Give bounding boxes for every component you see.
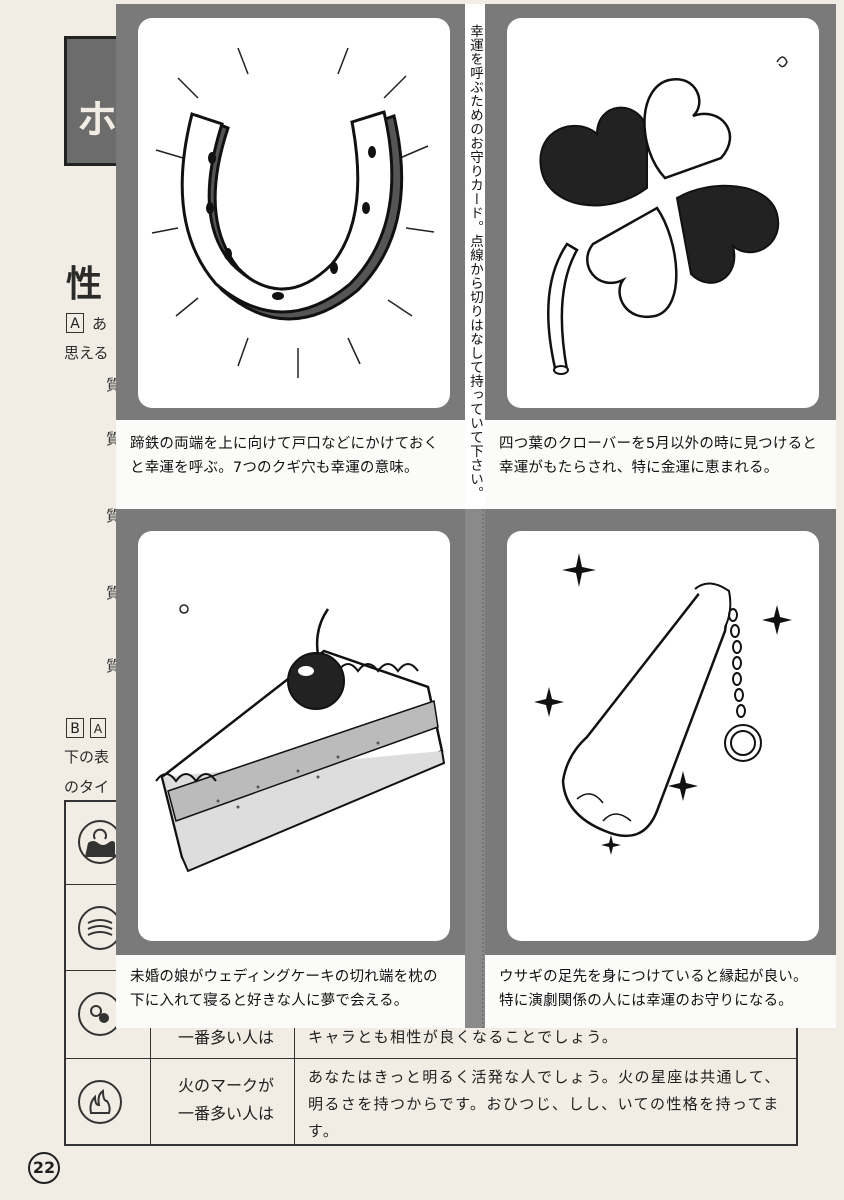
page-heading: 性: [66, 264, 103, 305]
cut-line: [482, 509, 484, 1028]
section-b-line1: 下の表: [64, 748, 110, 766]
rabbit-foot-illustration: [507, 531, 819, 941]
clover-illustration: [507, 18, 819, 408]
earth-row-desc: キャラとも相性が良くなることでしょう。: [308, 1028, 619, 1046]
cut-out-instruction: 幸運を呼ぶためのお守りカード。点線から切りはなして持っていて下さい。: [467, 24, 483, 500]
amulet-card-clover: 四つ葉のクローバーを5月以外の時に見つけると幸運がもたらされ、特に金運に恵まれる…: [485, 4, 836, 509]
section-a-line2: 思える: [64, 344, 109, 362]
horseshoe-caption: 蹄鉄の両端を上に向けて戸口などにかけておくと幸運を呼ぶ。7つのクギ穴も幸運の意味…: [130, 436, 439, 476]
earth-mark-icon: [78, 992, 122, 1036]
fire-row-label: 火のマークが 一番多い人は: [177, 1076, 274, 1123]
wedding-cake-illustration: [138, 531, 450, 941]
amulet-card-rabbit-foot: ウサギの足先を身につけていると縁起が良い。特に演劇関係の人には幸運のお守りになる…: [485, 509, 836, 1028]
horseshoe-illustration: [138, 18, 450, 408]
wedding-cake-caption: 未婚の娘がウェディングケーキの切れ端を枕の下に入れて寝ると好きな人に夢で会える。: [130, 969, 438, 1009]
section-a-label: A: [66, 313, 84, 333]
amulet-card-horseshoe: 蹄鉄の両端を上に向けて戸口などにかけておくと幸運を呼ぶ。7つのクギ穴も幸運の意味…: [116, 4, 465, 509]
card-gutter: [465, 4, 485, 509]
amulet-card-wedding-cake: 未婚の娘がウェディングケーキの切れ端を枕の下に入れて寝ると好きな人に夢で会える。: [116, 509, 465, 1028]
earth-row-label: 一番多い人は: [177, 1028, 274, 1047]
fire-row-desc: あなたはきっと明るく活発な人でしょう。火の星座は共通して、明るさを持つからです。…: [308, 1068, 781, 1140]
section-b-sublabel: A: [90, 718, 106, 738]
section-b-label: B: [66, 718, 84, 738]
amulet-card-sheet: 蹄鉄の両端を上に向けて戸口などにかけておくと幸運を呼ぶ。7つのクギ穴も幸運の意味…: [116, 4, 836, 1028]
page-number: 22: [28, 1152, 60, 1184]
section-b-line2: のタイ: [64, 778, 110, 796]
clover-caption: 四つ葉のクローバーを5月以外の時に見つけると幸運がもたらされ、特に金運に恵まれる…: [499, 436, 817, 476]
section-a-line1: あ: [92, 315, 108, 333]
section-title-mark: ホ: [77, 97, 117, 143]
rabbit-foot-caption: ウサギの足先を身につけていると縁起が良い。特に演劇関係の人には幸運のお守りになる…: [499, 969, 808, 1009]
fire-mark-icon: [78, 1080, 122, 1124]
water-mark-icon: [78, 820, 122, 864]
